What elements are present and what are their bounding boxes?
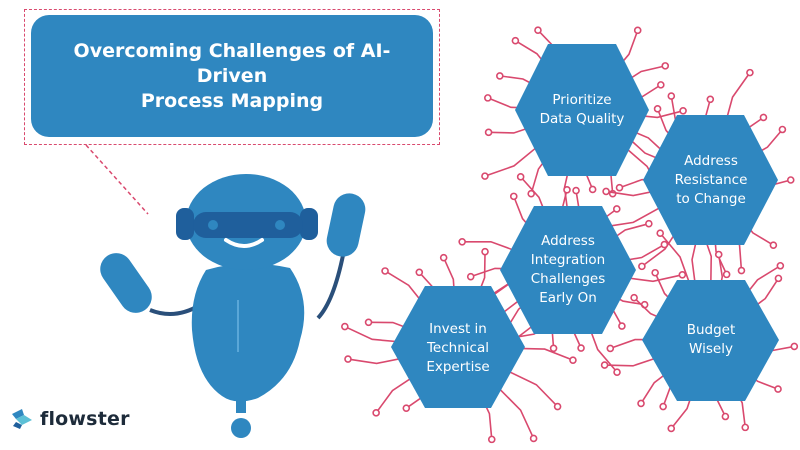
circuit-node [769, 241, 778, 249]
robot-left-arm [100, 253, 152, 313]
hexagon-label-integration: Address Integration Challenges Early On [530, 233, 606, 306]
circuit-node [344, 355, 352, 363]
circuit-node [656, 229, 665, 238]
circuit-node [638, 262, 646, 271]
circuit-node [653, 105, 662, 113]
robot-visor [193, 212, 303, 238]
circuit-node [706, 95, 715, 104]
circuit-node [746, 68, 754, 77]
hexagon-data-quality [515, 44, 649, 176]
title-bubble: Overcoming Challenges of AI-Driven Proce… [31, 15, 433, 137]
robot-body [191, 263, 305, 402]
circuit-node [612, 205, 621, 213]
hexagon-label-budget: Budget Wisely [686, 322, 736, 357]
circuit-node [774, 385, 782, 393]
circuit-node [496, 72, 504, 80]
circuit-node [577, 344, 585, 352]
circuit-node [415, 268, 424, 277]
circuit-node [633, 26, 642, 35]
circuit-node [484, 128, 493, 137]
circuit-node [679, 107, 687, 115]
circuit-node [776, 261, 785, 270]
circuit-node [509, 192, 518, 201]
circuit-node [637, 399, 645, 408]
brand-name: flowster [40, 408, 130, 430]
circuit-node [569, 356, 577, 364]
circuit-node [661, 62, 670, 70]
circuit-trace [484, 140, 545, 177]
circuit-node [645, 219, 653, 228]
circuit-node [790, 342, 799, 351]
hexagon-resistance [643, 115, 778, 245]
circuit-node [667, 424, 676, 433]
circuit-node [487, 435, 496, 444]
circuit-node [657, 81, 665, 89]
circuit-node [722, 270, 731, 279]
circuit-node [372, 409, 380, 417]
circuit-node [381, 267, 389, 275]
robot-base-ball [231, 418, 251, 438]
circuit-node [659, 402, 667, 411]
circuit-node [588, 185, 597, 194]
circuit-node [511, 36, 520, 45]
circuit-node [563, 186, 571, 194]
circuit-node [549, 344, 558, 353]
circuit-node [602, 187, 610, 196]
circuit-node [737, 266, 746, 275]
circuit-node [660, 240, 669, 249]
circuit-trace [375, 373, 418, 414]
hexagon-label-expertise: Invest in Technical Expertise [426, 320, 490, 375]
circuit-trace [602, 203, 668, 228]
circuit-node [553, 402, 562, 411]
circuit-node [651, 268, 659, 277]
circuit-node [439, 253, 448, 262]
circuit-node [341, 322, 349, 331]
circuit-node [721, 412, 730, 421]
circuit-node [678, 271, 687, 279]
circuit-node [630, 293, 638, 302]
hexagon-budget [642, 280, 779, 401]
flowster-logo: flowster [10, 408, 130, 430]
circuit-node [516, 173, 525, 181]
robot-right-arm [326, 193, 366, 257]
circuit-node [600, 361, 609, 369]
circuit-trace [492, 381, 535, 439]
circuit-node [458, 237, 466, 246]
circuit-node [714, 250, 723, 259]
circuit-node [618, 322, 626, 330]
circuit-node [774, 274, 783, 283]
hexagon-label-resistance: Address Resistance to Change [674, 152, 748, 207]
circuit-node [484, 94, 492, 102]
circuit-node [527, 189, 535, 198]
circuit-node [759, 113, 768, 122]
circuit-node [786, 176, 795, 184]
circuit-node [667, 92, 676, 100]
circuit-trace [502, 367, 559, 408]
speech-bubble-frame [24, 9, 440, 145]
circuit-node [481, 247, 489, 256]
circuit-node [741, 423, 750, 432]
hexagon-label-data-quality: Prioritize Data Quality [539, 92, 625, 127]
page-title: Overcoming Challenges of AI-Driven Proce… [73, 39, 391, 112]
circuit-node [615, 183, 624, 192]
circuit-node [466, 272, 475, 281]
circuit-node [402, 404, 411, 412]
circuit-node [778, 125, 787, 134]
circuit-node [613, 368, 621, 376]
hexagon-expertise [391, 286, 525, 408]
circuit-node [529, 434, 538, 443]
hexagon-integration [500, 206, 636, 334]
circuit-node [572, 186, 580, 195]
circuit-node [364, 318, 373, 327]
circuit-node [481, 172, 489, 180]
circuit-node [606, 344, 615, 353]
flowster-logo-icon [12, 409, 32, 429]
circuit-node [534, 26, 542, 35]
